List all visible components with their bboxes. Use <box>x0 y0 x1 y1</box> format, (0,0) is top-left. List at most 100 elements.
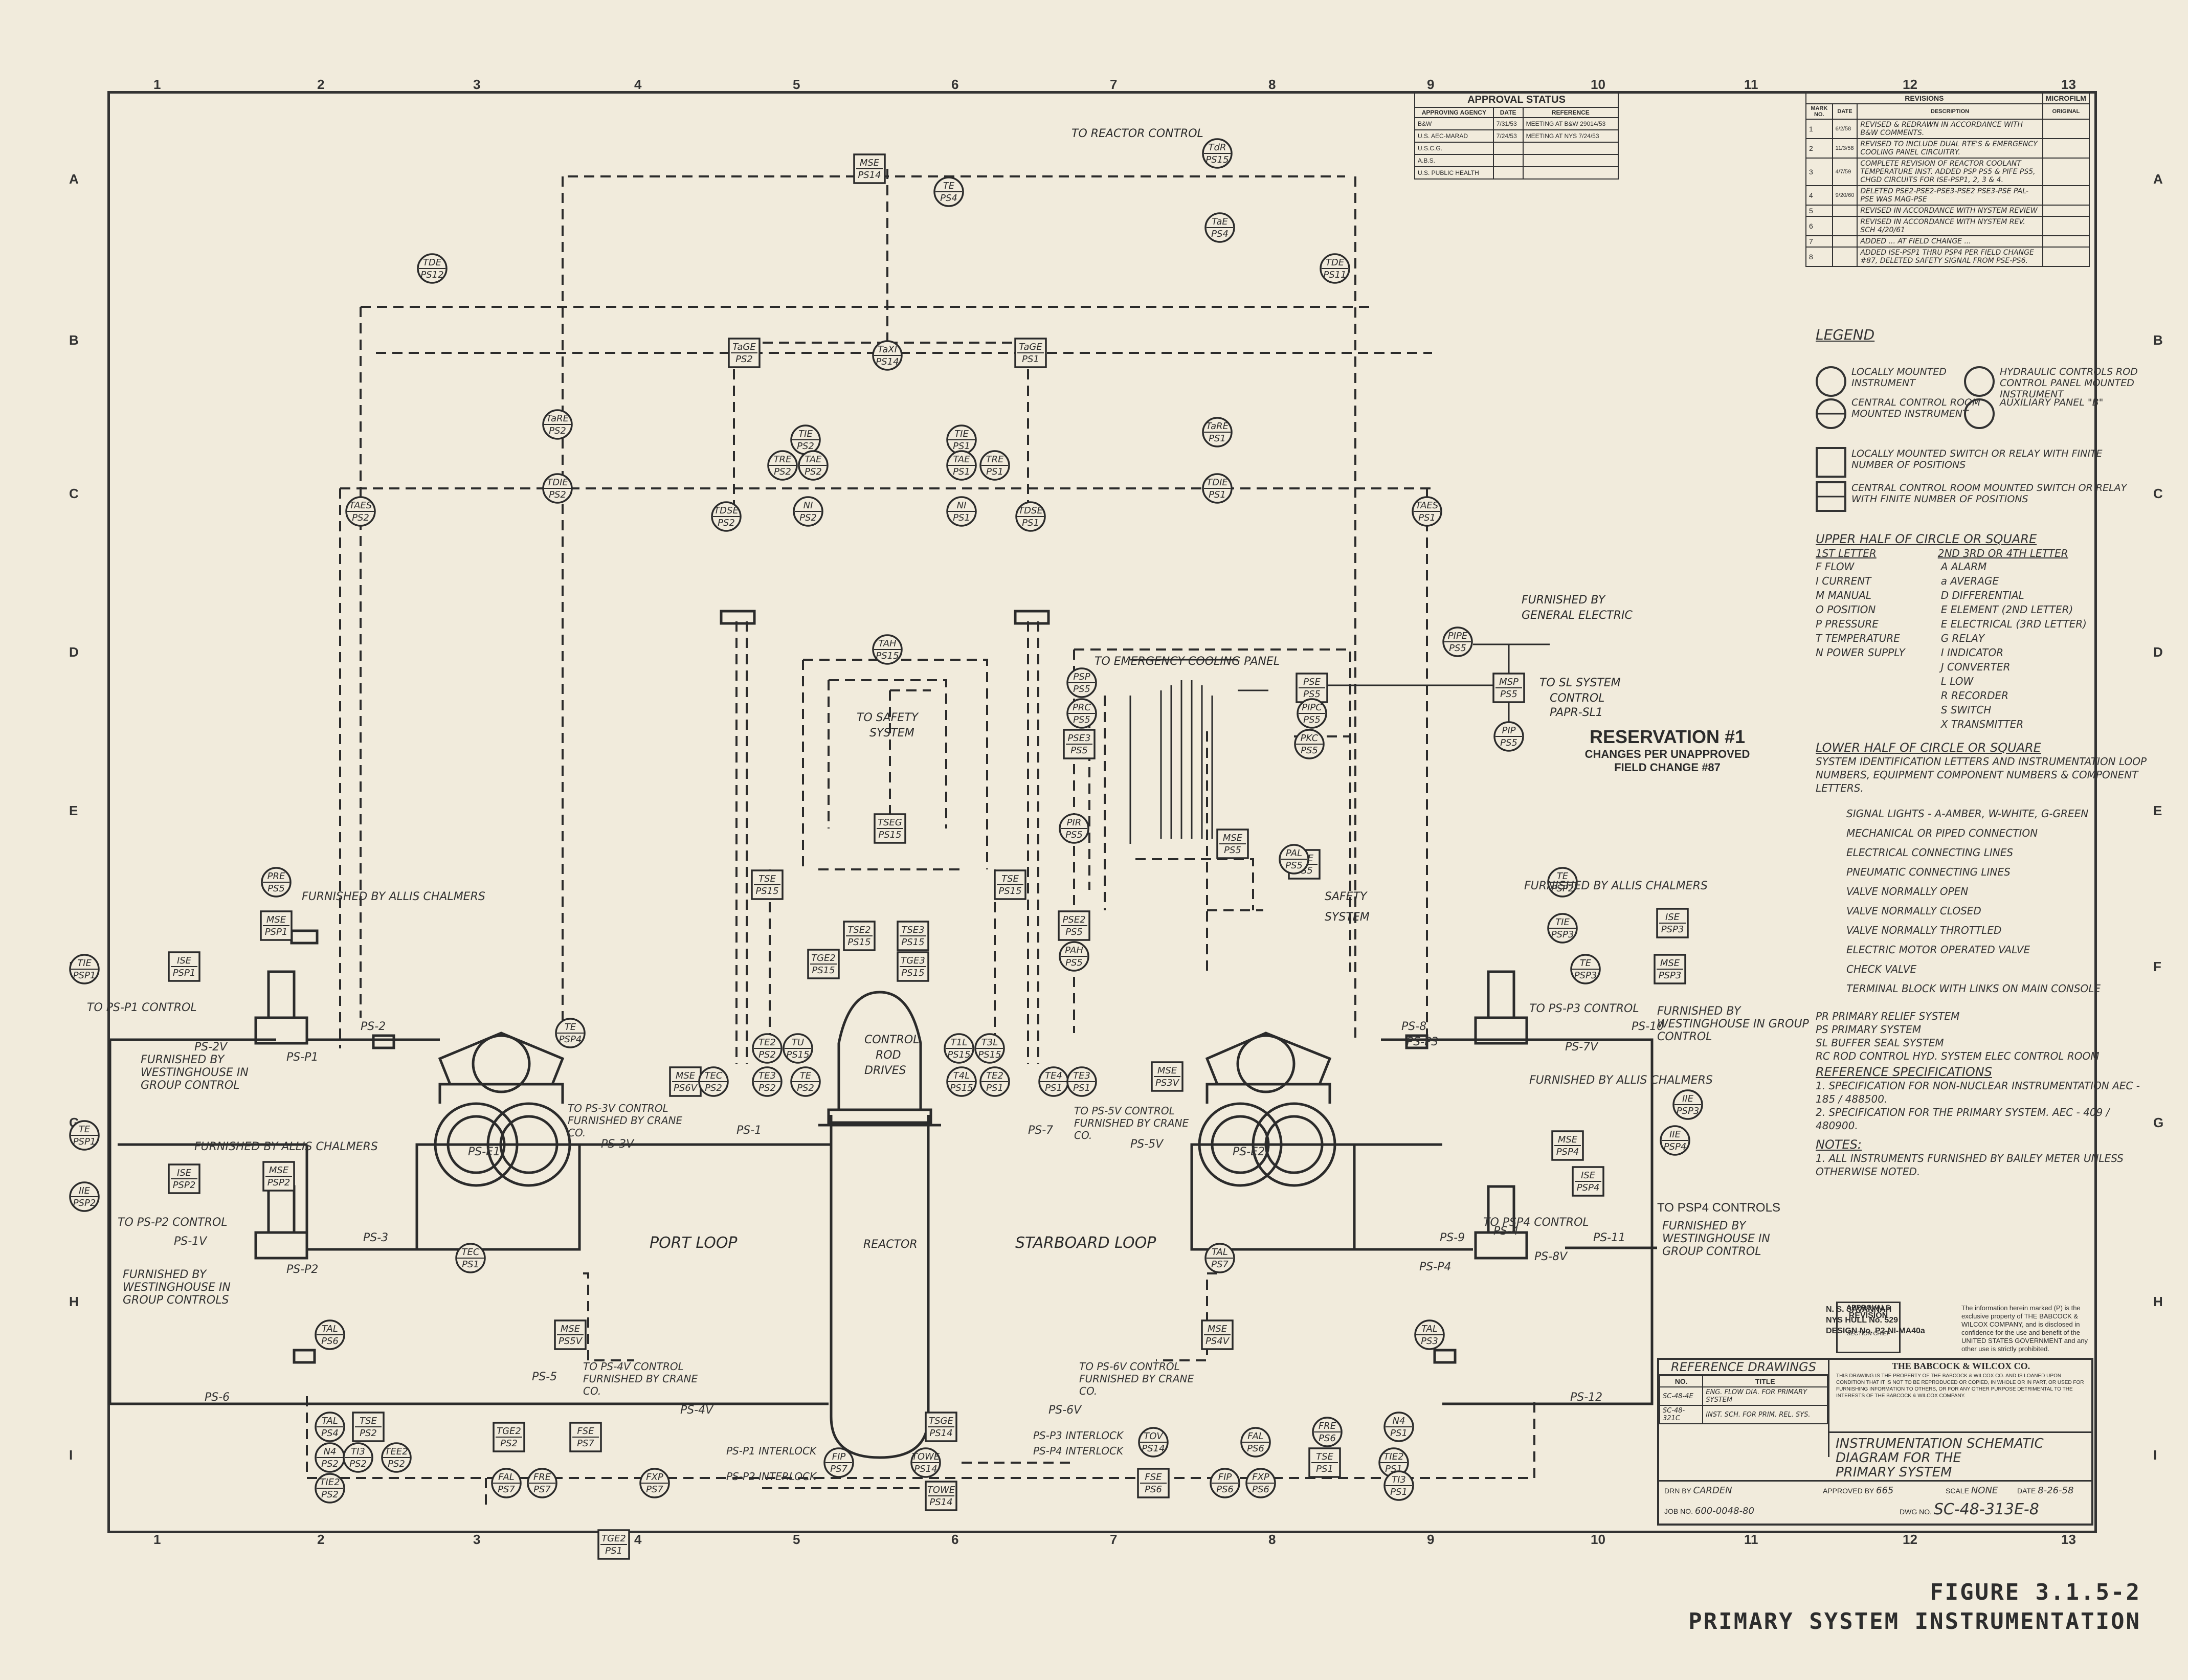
grid-col-bottom-6: 6 <box>951 1532 959 1547</box>
instrument-bottom-text: PSP2 <box>73 1198 96 1208</box>
figure-number: FIGURE 3.1.5-2 <box>1930 1579 2141 1605</box>
instrument-top-text: TSGE <box>929 1416 953 1426</box>
revision-date: 4/7/59 <box>1832 158 1858 186</box>
approved-by: APPROVED BY 665 <box>1823 1485 1894 1496</box>
revision-date <box>1832 247 1858 267</box>
legend-lower-text: SYSTEM IDENTIFICATION LETTERS AND INSTRU… <box>1816 755 2147 794</box>
instrument-bottom-text: PS1 <box>462 1259 479 1270</box>
company-name: THE BABCOCK & WILCOX CO. <box>1891 1361 2030 1371</box>
instrument-top-text: FAL <box>498 1472 515 1483</box>
instrument-top-text: TEC <box>462 1247 480 1258</box>
instrument-bottom-text: PS7 <box>830 1464 847 1474</box>
instrument-top-text: TIE <box>954 429 969 439</box>
instrument-top-text: IIE <box>1682 1093 1694 1104</box>
grid-row-left-I: I <box>69 1447 73 1463</box>
instrument-bottom-text: PS14 <box>929 1497 952 1508</box>
pipe-label-ps-5v: PS-5V <box>1130 1138 1164 1151</box>
instrument-bottom-text: PS2 <box>799 512 817 523</box>
instrument-bottom-text: PSP3 <box>1574 970 1597 981</box>
approval-cell: U.S.C.G. <box>1414 142 1494 155</box>
ref-cell: ENG. FLOW DIA. FOR PRIMARY SYSTEM <box>1702 1386 1828 1406</box>
legend-symbol-text-0: LOCALLY MOUNTED INSTRUMENT <box>1851 366 1947 389</box>
instrument-top-text: TdR <box>1209 142 1226 153</box>
ref-drawings-header: NO.TITLE <box>1659 1375 1828 1387</box>
instrument-top-text: TIE <box>77 958 92 969</box>
ship-id-block: N. S. SAVANNAH NYS HULL No. 529 DESIGN N… <box>1826 1304 1925 1336</box>
ref-cell: SC-48-4E <box>1659 1386 1704 1406</box>
job-no: JOB NO. 600-0048-80 <box>1664 1506 1754 1516</box>
instrument-bottom-text: PS6 <box>1216 1484 1234 1495</box>
drawn-by-value: CARDEN <box>1693 1485 1732 1496</box>
note-ps-p4-interlock: PS-P4 INTERLOCK <box>1033 1445 1124 1457</box>
instrument-top-text: N4 <box>324 1446 337 1457</box>
grid-col-bottom-8: 8 <box>1268 1532 1276 1547</box>
note-to-psp4-controls: TO PSP4 CONTROLS <box>1657 1201 1780 1215</box>
approval-cell <box>1522 166 1619 180</box>
approvals-revision: REVISION <box>1848 1311 1888 1320</box>
instrument-bottom-text: PSP1 <box>73 1136 96 1147</box>
revision-header-3: ORIGINAL <box>2042 103 2090 120</box>
instrument-bottom-text: PS1 <box>953 512 970 523</box>
approval-cell <box>1522 154 1619 167</box>
instrument-top-text: ISE <box>1665 912 1680 923</box>
approval-cell <box>1492 154 1524 167</box>
pipe-label-ps-7v: PS-7V <box>1565 1041 1598 1054</box>
instrument-bottom-text: PS7 <box>533 1484 551 1495</box>
grid-row-right-I: I <box>2153 1447 2157 1463</box>
instrument-bottom-text: PS2 <box>718 518 735 528</box>
revision-desc: REVISED IN ACCORDANCE WITH NYSTEM REVIEW <box>1857 205 2043 217</box>
revision-mark: 4 <box>1805 185 1833 206</box>
revision-desc: DELETED PSE2-PSE2-PSE3-PSE2 PSE3-PSE PAL… <box>1857 185 2043 206</box>
instrument-bottom-text: PS14 <box>929 1428 952 1439</box>
approval-cell: MEETING AT B&W 29014/53 <box>1522 117 1619 130</box>
instrument-bottom-text: PS5 <box>1065 830 1083 840</box>
legend-symbol-text-4: LOCALLY MOUNTED SWITCH OR RELAY WITH FIN… <box>1851 448 2103 471</box>
legend-ref-spec-0: 1. SPECIFICATION FOR NON-NUCLEAR INSTRUM… <box>1816 1080 2140 1105</box>
legend-line-6: VALVE NORMALLY THROTTLED <box>1846 924 2002 936</box>
pipe-label-ps-p3: PS-P3 <box>1406 1036 1439 1048</box>
grid-col-top-13: 13 <box>2061 77 2076 92</box>
revision-header-0: MARK NO. <box>1805 103 1833 120</box>
instrument-top-text: ISE <box>1581 1170 1596 1181</box>
instrument-bottom-text: PS5 <box>1065 957 1083 968</box>
pipe-label-ps-10: PS-10 <box>1632 1020 1664 1033</box>
instrument-top-text: IIE <box>1669 1129 1681 1140</box>
instrument-bottom-text: PS2 <box>388 1459 405 1469</box>
approved-by-value: 665 <box>1876 1485 1894 1496</box>
approval-cell: U.S. PUBLIC HEALTH <box>1414 166 1494 180</box>
instrument-bottom-text: PS5 <box>1449 643 1466 654</box>
grid-row-left-H: H <box>69 1294 79 1309</box>
instrument-bottom-text: PS5 <box>1073 684 1090 695</box>
legend-other-letter-3: E ELEMENT (2ND LETTER) <box>1940 603 2073 616</box>
legend-other-letter-7: J CONVERTER <box>1940 661 2011 673</box>
instrument-bottom-text: PS2 <box>549 489 566 500</box>
instrument-top-text: TDE <box>423 257 442 268</box>
instrument-top-text: TI3 <box>1392 1474 1406 1485</box>
pipe-label-ps-6v: PS-6V <box>1048 1404 1082 1417</box>
grid-col-bottom-1: 1 <box>153 1532 161 1547</box>
instrument-bottom-text: PS5 <box>267 883 285 894</box>
instrument-bottom-text: PS2 <box>758 1083 776 1093</box>
legend-circle-hydraulic <box>1964 366 1995 397</box>
grid-col-bottom-11: 11 <box>1744 1532 1758 1547</box>
legend-system-3: RC ROD CONTROL HYD. SYSTEM ELEC CONTROL … <box>1816 1050 2100 1062</box>
